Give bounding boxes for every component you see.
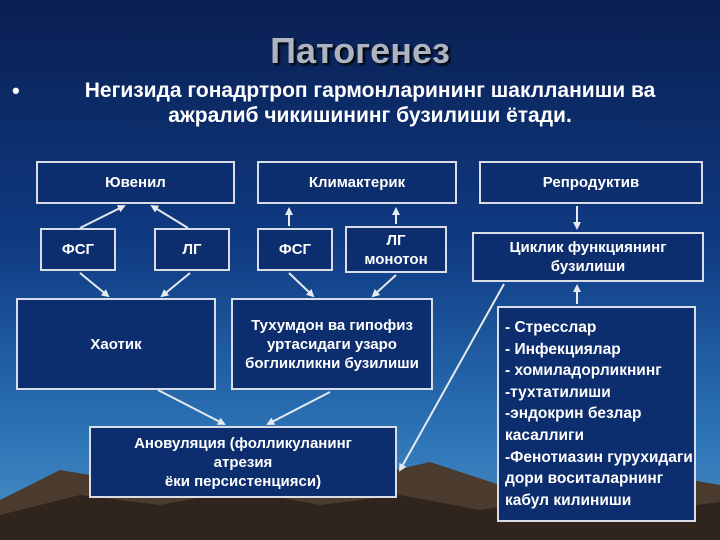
arrow-fsh-to-chaotic [79,272,110,298]
arrow-fsh-to-ovary [288,272,315,298]
box-lh-left: ЛГ [154,228,230,271]
arrow-chaotic-to-anovulation [157,389,226,425]
cause-item: - Инфекциялар [505,340,621,358]
box-climacteric: Климактерик [257,161,457,204]
arrow-lh-to-juvenile [150,204,189,229]
arrow-lh-to-chaotic [160,272,191,298]
causes-list: - Стресслар - Инфекциялар - хомиладорлик… [497,306,696,522]
box-reproductive: Репродуктив [479,161,703,204]
box-juvenile: Ювенил [36,161,235,204]
cause-item: - хомиладорликнинг [505,362,662,380]
box-ovary-pituitary: Тухумдон ва гипофиз уртасидаги узаро бог… [231,298,433,390]
subtitle-text: Негизида гонадртроп гармонларининг шаклл… [84,79,656,127]
cause-item: кабул килиниши [505,491,632,509]
arrow-ovary-to-anovulation [266,391,331,425]
box-cycle-disruption: Циклик функциянинг бузилиши [472,232,704,282]
cause-item: касаллиги [505,426,585,444]
box-fsh-left: ФСГ [40,228,116,271]
cause-item: дори воситаларнинг [505,470,664,488]
box-chaotic: Хаотик [16,298,216,390]
arrow-cycle-to-anovulation [399,283,505,472]
cause-item: -тухтатилиши [505,383,611,401]
cause-item: -эндокрин безлар [505,405,642,423]
arrow-lh-to-ovary [371,274,397,298]
box-anovulation: Ановуляция (фолликуланинг атрезия ёки пе… [89,426,397,498]
cause-item: -Фенотиазин гурухидаги [505,448,693,466]
page-title: Патогенез [270,30,450,71]
cause-item: - Стресслар [505,319,597,336]
box-fsh-mid: ФСГ [257,228,333,271]
box-lh-monotone: ЛГ монотон [345,226,447,273]
arrow-fsh-to-juvenile [79,205,126,229]
bullet-marker: • [12,78,20,103]
subtitle: • Негизида гонадртроп гармонларининг шак… [12,78,680,128]
